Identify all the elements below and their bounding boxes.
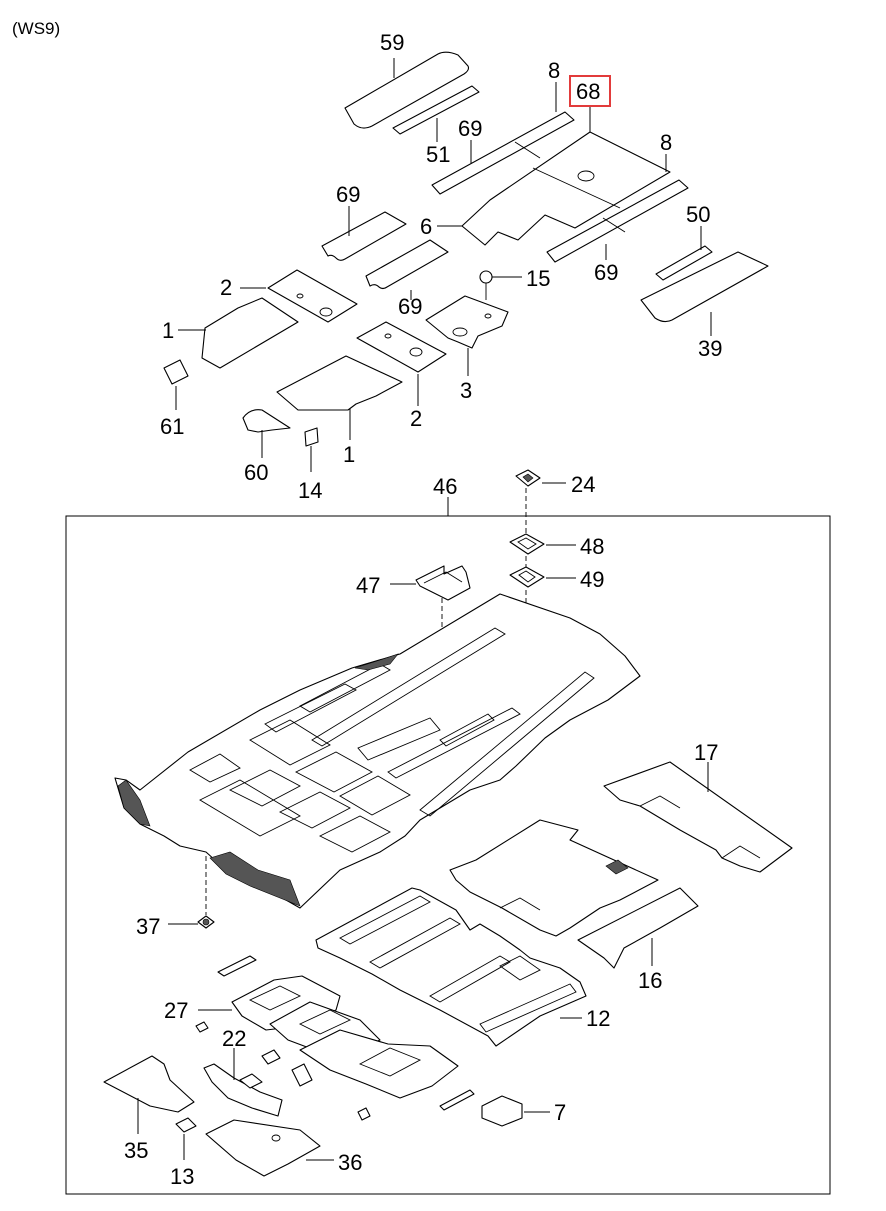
part-16[interactable]: [449, 819, 699, 969]
part-13[interactable]: [175, 1117, 197, 1133]
label-48[interactable]: 48: [580, 534, 604, 559]
label-61[interactable]: 61: [160, 414, 184, 439]
part-35[interactable]: [103, 1055, 195, 1113]
label-68[interactable]: 68: [576, 79, 600, 104]
label-69-mid[interactable]: 69: [398, 294, 422, 319]
part-37[interactable]: [197, 915, 215, 929]
part-48[interactable]: [509, 533, 545, 555]
part-7[interactable]: [481, 1095, 523, 1127]
part-60[interactable]: [242, 409, 291, 433]
label-69-right[interactable]: 69: [594, 260, 618, 285]
label-60[interactable]: 60: [244, 460, 268, 485]
part-49[interactable]: [509, 566, 545, 588]
label-15[interactable]: 15: [526, 266, 550, 291]
label-17[interactable]: 17: [694, 740, 718, 765]
label-35[interactable]: 35: [124, 1138, 148, 1163]
label-1-upper[interactable]: 1: [162, 318, 174, 343]
part-51[interactable]: [392, 85, 480, 135]
part-47[interactable]: [415, 565, 471, 601]
part-50[interactable]: [655, 245, 713, 281]
label-22[interactable]: 22: [222, 1026, 246, 1051]
label-2-lower[interactable]: 2: [410, 406, 422, 431]
part-15[interactable]: [479, 270, 493, 300]
label-50[interactable]: 50: [686, 202, 710, 227]
label-13[interactable]: 13: [170, 1164, 194, 1189]
label-2-upper[interactable]: 2: [220, 275, 232, 300]
label-36[interactable]: 36: [338, 1150, 362, 1175]
label-51[interactable]: 51: [426, 142, 450, 167]
part-2-upper[interactable]: [267, 269, 358, 323]
label-49[interactable]: 49: [580, 567, 604, 592]
part-1-upper[interactable]: [201, 297, 299, 369]
label-16[interactable]: 16: [638, 968, 662, 993]
part-22[interactable]: [195, 1021, 475, 1121]
label-3[interactable]: 3: [460, 378, 472, 403]
label-47[interactable]: 47: [356, 573, 380, 598]
part-59[interactable]: [344, 51, 470, 129]
part-36[interactable]: [205, 1119, 321, 1177]
part-8-lower[interactable]: [546, 179, 689, 263]
part-39[interactable]: [640, 251, 769, 323]
part-61[interactable]: [163, 359, 189, 385]
part-69-left[interactable]: [321, 211, 407, 261]
label-37[interactable]: 37: [136, 914, 160, 939]
label-27[interactable]: 27: [164, 998, 188, 1023]
label-12[interactable]: 12: [586, 1006, 610, 1031]
label-6[interactable]: 6: [420, 214, 432, 239]
label-7[interactable]: 7: [554, 1100, 566, 1125]
label-69-top[interactable]: 69: [458, 116, 482, 141]
part-3[interactable]: [425, 295, 509, 349]
label-14[interactable]: 14: [298, 478, 322, 503]
label-59[interactable]: 59: [380, 30, 404, 55]
label-24[interactable]: 24: [571, 472, 595, 497]
part-46-main-carpet[interactable]: [114, 593, 641, 915]
part-14[interactable]: [304, 427, 319, 447]
label-1-lower[interactable]: 1: [343, 442, 355, 467]
label-8-lower[interactable]: 8: [660, 130, 672, 155]
model-code: (WS9): [12, 19, 60, 38]
part-24[interactable]: [515, 469, 541, 487]
part-6[interactable]: [461, 131, 671, 246]
label-46[interactable]: 46: [433, 474, 457, 499]
part-1-lower[interactable]: [276, 355, 403, 411]
highlight-box: [569, 75, 611, 107]
label-8-upper[interactable]: 8: [548, 58, 560, 83]
part-69-mid[interactable]: [365, 239, 449, 290]
label-69-left[interactable]: 69: [336, 182, 360, 207]
part-2-lower[interactable]: [356, 321, 447, 373]
label-39[interactable]: 39: [698, 336, 722, 361]
part-8-upper[interactable]: [431, 111, 575, 195]
part-27[interactable]: [217, 955, 459, 1099]
part-17[interactable]: [603, 761, 793, 873]
part-12[interactable]: [315, 887, 587, 1047]
